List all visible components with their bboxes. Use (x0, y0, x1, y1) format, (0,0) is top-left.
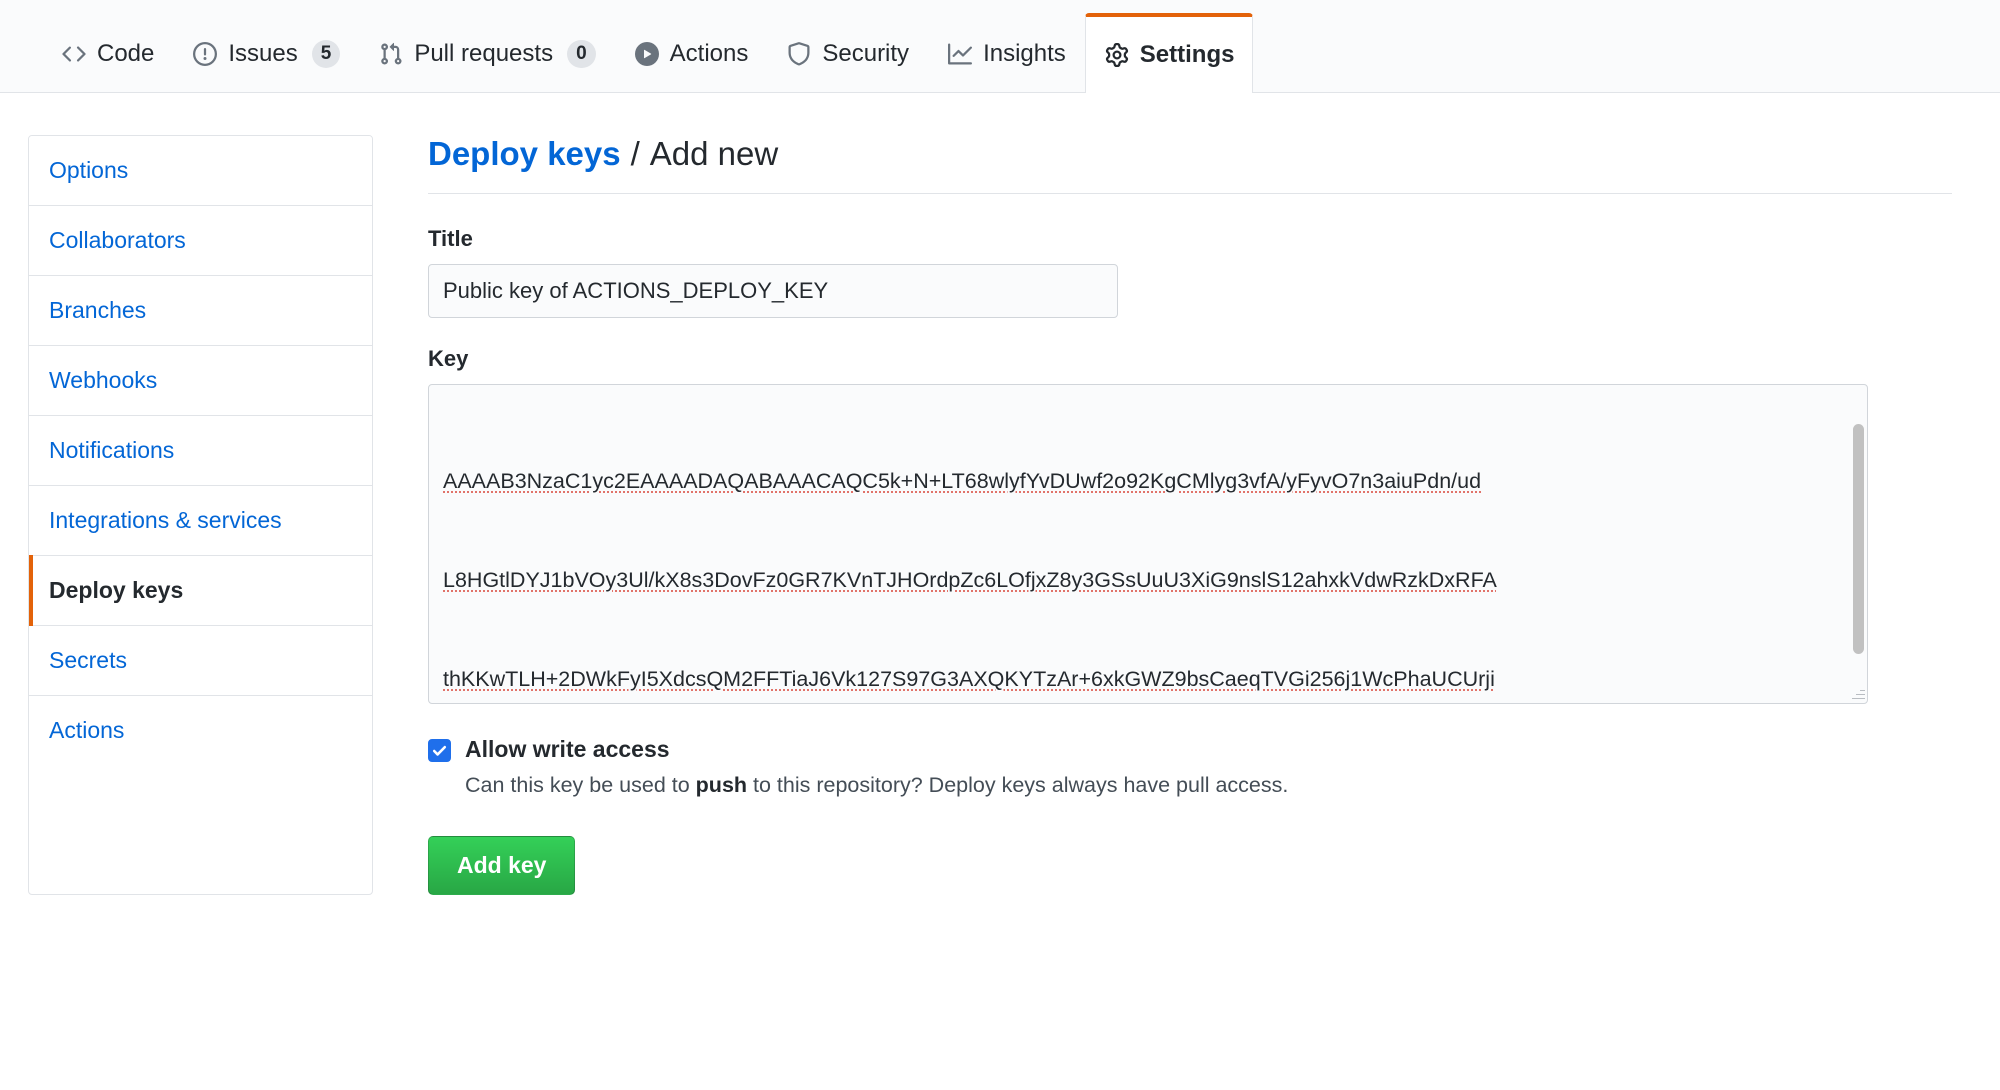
gear-icon (1104, 42, 1130, 68)
allow-write-access-note: Can this key be used to push to this rep… (465, 770, 1952, 800)
key-line: thKKwTLH+2DWkFyI5XdcsQM2FFTiaJ6Vk127S97G… (443, 667, 1495, 691)
issues-count: 5 (311, 39, 341, 68)
sidebar-item-deploy-keys[interactable]: Deploy keys (29, 555, 372, 626)
main-content: Deploy keys / Add new Title Key AAAAB3Nz… (373, 135, 2000, 895)
key-textarea-content: AAAAB3NzaC1yc2EAAAADAQABAAACAQC5k+N+LT68… (429, 385, 1867, 703)
tab-insights[interactable]: Insights (928, 13, 1085, 93)
settings-sidebar: Options Collaborators Branches Webhooks … (28, 135, 373, 895)
title-input[interactable] (428, 264, 1118, 318)
key-textarea[interactable]: AAAAB3NzaC1yc2EAAAADAQABAAACAQC5k+N+LT68… (428, 384, 1868, 704)
tab-issues[interactable]: Issues 5 (173, 13, 359, 93)
code-icon (61, 41, 87, 67)
play-icon (634, 41, 660, 67)
title-form-group: Title (428, 226, 1952, 318)
sidebar-item-options[interactable]: Options (29, 136, 372, 206)
tab-label: Code (97, 39, 155, 67)
sidebar-item-integrations-services[interactable]: Integrations & services (29, 486, 372, 556)
breadcrumb-deploy-keys-link[interactable]: Deploy keys (428, 135, 621, 172)
page-title: Add new (649, 135, 779, 172)
scrollbar-thumb[interactable] (1853, 424, 1864, 654)
allow-write-access-label[interactable]: Allow write access (465, 736, 670, 762)
git-pull-request-icon (378, 41, 404, 67)
tab-settings[interactable]: Settings (1084, 13, 1254, 93)
tab-label: Pull requests (414, 39, 554, 67)
allow-write-access-row: Allow write access (428, 734, 1952, 764)
tab-label: Settings (1139, 41, 1235, 68)
tab-label: Security (822, 39, 910, 67)
graph-icon (947, 41, 973, 67)
settings-page: Options Collaborators Branches Webhooks … (0, 93, 2000, 895)
title-label: Title (428, 226, 473, 251)
tab-code[interactable]: Code (42, 13, 173, 93)
allow-write-access-checkbox[interactable] (428, 739, 451, 762)
add-key-button[interactable]: Add key (428, 836, 576, 895)
note-prefix: Can this key be used to (465, 773, 696, 797)
breadcrumb-separator: / (630, 135, 640, 172)
tab-actions[interactable]: Actions (615, 13, 768, 93)
key-line: AAAAB3NzaC1yc2EAAAADAQABAAACAQC5k+N+LT68… (443, 469, 1482, 493)
breadcrumb: Deploy keys / Add new (428, 135, 1952, 194)
sidebar-item-webhooks[interactable]: Webhooks (29, 346, 372, 416)
sidebar-item-collaborators[interactable]: Collaborators (29, 206, 372, 276)
sidebar-item-branches[interactable]: Branches (29, 276, 372, 346)
key-textarea-scrollbar[interactable] (1851, 386, 1866, 702)
tab-label: Actions (669, 39, 749, 67)
key-form-group: Key AAAAB3NzaC1yc2EAAAADAQABAAACAQC5k+N+… (428, 346, 1952, 704)
shield-icon (786, 41, 812, 67)
sidebar-item-actions[interactable]: Actions (29, 696, 372, 765)
sidebar-item-notifications[interactable]: Notifications (29, 416, 372, 486)
tab-label: Issues (228, 39, 298, 67)
repo-nav: Code Issues 5 Pull requests 0 Actions Se… (0, 0, 2000, 93)
tab-label: Insights (983, 39, 1066, 67)
key-label: Key (428, 346, 469, 371)
pull-requests-count: 0 (567, 39, 596, 68)
tab-security[interactable]: Security (767, 13, 928, 93)
issue-opened-icon (192, 41, 218, 67)
note-bold-push: push (695, 773, 748, 797)
sidebar-item-secrets[interactable]: Secrets (29, 626, 372, 696)
tab-pull-requests[interactable]: Pull requests 0 (359, 13, 614, 93)
note-suffix: to this repository? Deploy keys always h… (747, 773, 1289, 797)
key-line: L8HGtlDYJ1bVOy3Ul/kX8s3DovFz0GR7KVnTJHOr… (443, 568, 1497, 592)
